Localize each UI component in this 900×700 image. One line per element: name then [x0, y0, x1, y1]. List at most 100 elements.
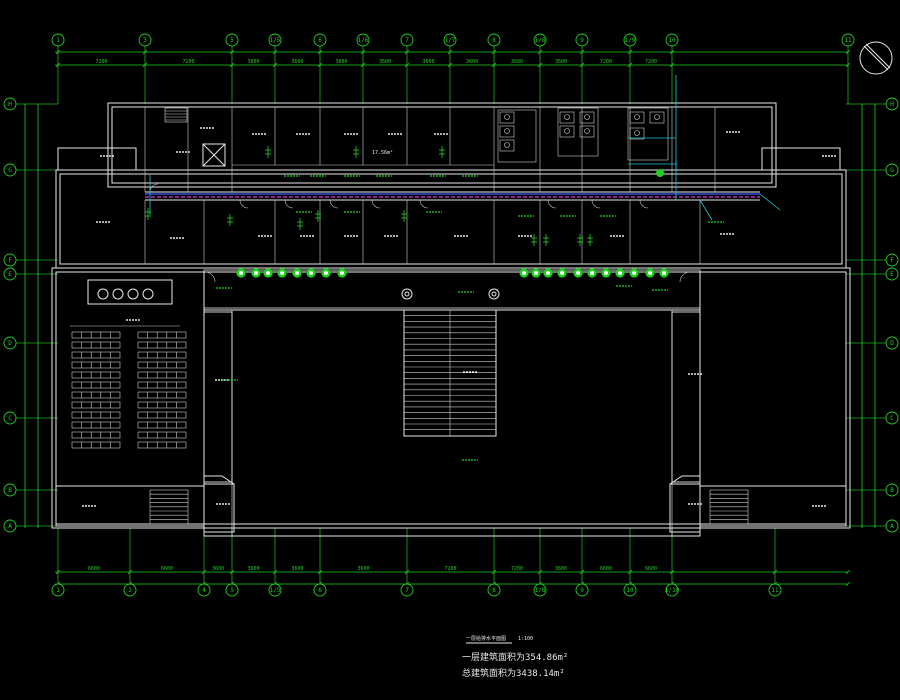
- dim-text-top: 7200: [182, 59, 194, 65]
- axis-bubble-bottom: 5: [225, 583, 239, 597]
- dim-text-top: 3600: [511, 59, 523, 65]
- svg-text:C: C: [8, 415, 12, 422]
- axis-bubble-right: F: [885, 253, 899, 267]
- caption-title: 一层给排水平面图: [466, 635, 506, 642]
- svg-text:C: C: [890, 415, 894, 422]
- svg-text:10: 10: [668, 37, 676, 44]
- axis-bubble-top: 11: [841, 33, 855, 47]
- svg-text:8: 8: [492, 587, 496, 594]
- svg-text:D: D: [890, 340, 894, 347]
- classroom-desks: [70, 325, 187, 449]
- caption-scale: 1:100: [518, 636, 533, 642]
- svg-text:1/9: 1/9: [625, 37, 636, 44]
- axis-bubble-left: D: [3, 336, 17, 350]
- axis-bubble-bottom: 9: [575, 583, 589, 597]
- axis-bubble-top: 1/5: [268, 33, 282, 47]
- svg-text:11: 11: [844, 37, 852, 44]
- axis-bubble-top: 10: [665, 33, 679, 47]
- svg-text:1/5: 1/5: [270, 37, 281, 44]
- svg-text:3: 3: [143, 37, 147, 44]
- axis-bubble-top: 1/6: [356, 33, 370, 47]
- axis-bubble-left: G: [3, 163, 17, 177]
- room-area-label: 17.56m²: [372, 150, 393, 156]
- svg-text:1/8: 1/8: [535, 37, 546, 44]
- axis-bubble-bottom: 1: [51, 583, 65, 597]
- axis-bubble-left: C: [3, 411, 17, 425]
- dim-text-top: 3600: [291, 59, 303, 65]
- svg-text:H: H: [890, 101, 894, 108]
- axis-bubble-top: 8: [487, 33, 501, 47]
- axis-bubble-top: 1/8: [533, 33, 547, 47]
- dim-text-bottom: 3600: [247, 566, 259, 572]
- axis-bubble-bottom: 1/8: [533, 583, 547, 597]
- svg-text:1/7: 1/7: [445, 37, 456, 44]
- svg-text:1: 1: [56, 37, 60, 44]
- axis-bubble-left: F: [3, 253, 17, 267]
- axis-bubble-top: 6: [313, 33, 327, 47]
- axis-bubble-bottom: 8: [487, 583, 501, 597]
- dim-text-bottom: 7200: [511, 566, 523, 572]
- round-columns: [401, 288, 500, 300]
- svg-text:7: 7: [405, 587, 409, 594]
- room-labels: [82, 127, 836, 507]
- svg-text:1/6: 1/6: [358, 37, 369, 44]
- axis-bubble-right: G: [885, 163, 899, 177]
- svg-text:1: 1: [56, 587, 60, 594]
- floor-drain-fixtures: [236, 268, 669, 278]
- svg-text:9: 9: [580, 587, 584, 594]
- dim-text-bottom: 6600: [161, 566, 173, 572]
- axis-bubble-left: E: [3, 267, 17, 281]
- svg-text:E: E: [8, 271, 12, 278]
- building-walls: [51, 102, 851, 537]
- axis-bubble-right: B: [885, 483, 899, 497]
- svg-text:F: F: [890, 257, 894, 264]
- drawing-caption: 一层给排水平面图 1:100 一层建筑面积为354.86m² 总建筑面积为343…: [462, 635, 568, 679]
- axis-bubble-bottom: 2: [123, 583, 137, 597]
- dim-text-top: 3600: [335, 59, 347, 65]
- svg-text:F: F: [8, 257, 12, 264]
- elevator-shaft: [202, 143, 226, 167]
- axis-bubble-bottom: 7: [400, 583, 414, 597]
- axis-bubble-top: 1: [51, 33, 65, 47]
- side-stairs: [149, 489, 749, 525]
- svg-text:7: 7: [405, 37, 409, 44]
- svg-text:2: 2: [128, 587, 132, 594]
- axis-bubble-top: 9: [575, 33, 589, 47]
- axis-bubble-bottom: 4: [197, 583, 211, 597]
- svg-text:6: 6: [318, 37, 322, 44]
- svg-text:1/8: 1/8: [535, 587, 546, 594]
- svg-text:8: 8: [492, 37, 496, 44]
- svg-text:4: 4: [202, 587, 206, 594]
- svg-text:B: B: [8, 487, 12, 494]
- svg-text:1/10: 1/10: [665, 587, 680, 594]
- axis-bubble-left: H: [3, 97, 17, 111]
- svg-text:A: A: [890, 523, 894, 530]
- dim-text-bottom: 3600: [357, 566, 369, 572]
- dim-text-bottom: 6600: [645, 566, 657, 572]
- dim-text-top: 7200: [645, 59, 657, 65]
- dim-text-bottom: 3600: [212, 566, 224, 572]
- axis-bubble-right: D: [885, 336, 899, 350]
- axis-bubble-left: B: [3, 483, 17, 497]
- axis-bubble-right: H: [885, 97, 899, 111]
- axis-bubble-bottom: 6: [313, 583, 327, 597]
- axis-bubble-top: 5: [225, 33, 239, 47]
- dim-text-top: 7200: [600, 59, 612, 65]
- svg-text:G: G: [890, 167, 894, 174]
- dim-text-bottom: 6600: [600, 566, 612, 572]
- svg-text:D: D: [8, 340, 12, 347]
- dim-text-bottom: 7200: [444, 566, 456, 572]
- dim-text-top: 7200: [95, 59, 107, 65]
- room-partitions: [144, 107, 716, 283]
- dim-text-bottom: 3600: [555, 566, 567, 572]
- axis-bubble-bottom: 1/10: [665, 583, 680, 597]
- axis-bubble-right: A: [885, 519, 899, 533]
- svg-text:B: B: [890, 487, 894, 494]
- axis-bubble-top: 1/7: [443, 33, 457, 47]
- svg-text:5: 5: [230, 587, 234, 594]
- toilet-fixtures: [497, 107, 669, 163]
- main-stair: [403, 309, 497, 437]
